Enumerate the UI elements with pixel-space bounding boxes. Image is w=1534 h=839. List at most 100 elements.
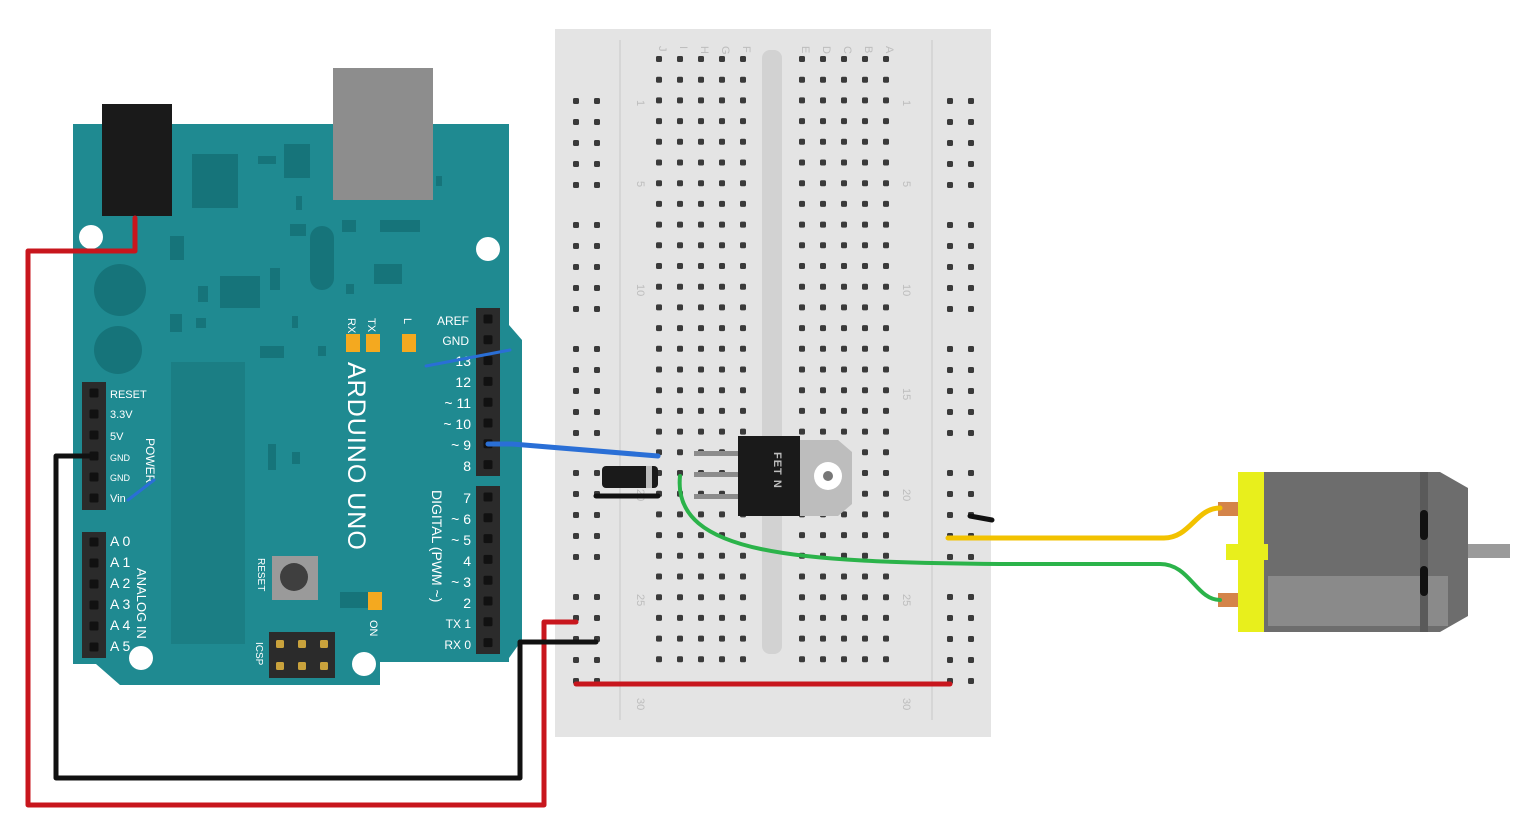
breadboard-hole — [719, 573, 725, 580]
diode-cathode-band — [646, 466, 652, 488]
row-number-10-left: 10 — [634, 284, 646, 296]
header-pin — [89, 579, 99, 589]
breadboard-hole — [883, 221, 889, 228]
breadboard-hole — [820, 387, 826, 394]
breadboard-hole — [677, 428, 683, 435]
breadboard-hole — [677, 138, 683, 145]
breadboard-hole — [740, 656, 746, 663]
rail-hole — [968, 140, 974, 146]
diode-body — [602, 466, 658, 488]
breadboard-hole — [862, 656, 868, 663]
mounting-hole — [129, 646, 153, 670]
breadboard-hole — [719, 56, 725, 62]
rail-hole — [594, 615, 600, 621]
breadboard-hole — [841, 283, 847, 290]
breadboard-hole — [862, 242, 868, 249]
rail-hole — [573, 285, 579, 291]
breadboard-hole — [820, 304, 826, 311]
breadboard-hole — [698, 180, 704, 187]
header-pin — [89, 430, 99, 440]
breadboard-hole — [740, 283, 746, 290]
breadboard-hole — [820, 180, 826, 187]
rail-hole — [573, 554, 579, 560]
on-led — [368, 592, 382, 610]
breadboard-hole — [862, 428, 868, 435]
breadboard-hole — [698, 345, 704, 352]
pin-label-2: 2 — [463, 595, 471, 611]
breadboard-hole — [719, 552, 725, 559]
breadboard-hole — [883, 407, 889, 414]
breadboard-hole — [698, 635, 704, 642]
breadboard-hole — [677, 263, 683, 269]
rail-hole — [594, 346, 600, 352]
breadboard-hole — [841, 118, 847, 125]
header-pin — [89, 600, 99, 610]
breadboard-hole — [740, 138, 746, 145]
breadboard-hole — [656, 97, 662, 104]
breadboard-hole — [799, 200, 805, 207]
breadboard-hole — [883, 56, 889, 62]
breadboard-hole — [656, 511, 662, 518]
breadboard-hole — [656, 242, 662, 249]
row-number-5-right: 5 — [900, 181, 912, 187]
breadboard-hole — [740, 221, 746, 228]
breadboard-hole — [698, 118, 704, 125]
rail-hole — [968, 470, 974, 476]
breadboard-hole — [883, 656, 889, 663]
breadboard-hole — [677, 283, 683, 290]
breadboard-hole — [862, 449, 868, 456]
digital-header-lower — [476, 486, 500, 654]
breadboard-hole — [883, 345, 889, 352]
rail-hole — [947, 409, 953, 415]
power-label-5v: 5V — [110, 431, 124, 443]
rail-hole — [947, 182, 953, 188]
breadboard-hole — [656, 573, 662, 580]
tx-led — [366, 334, 380, 352]
breadboard-hole — [740, 325, 746, 332]
rail-hole — [573, 346, 579, 352]
rail-hole — [968, 119, 974, 125]
power-section-label: POWER — [143, 438, 157, 484]
rail-hole — [573, 98, 579, 104]
motor-terminal-top — [1218, 502, 1238, 516]
breadboard-hole — [740, 56, 746, 62]
pin-label-4: 4 — [463, 553, 471, 569]
breadboard-hole — [677, 200, 683, 207]
reset-button-cap[interactable] — [280, 563, 308, 591]
breadboard-hole — [862, 345, 868, 352]
breadboard-hole — [862, 76, 868, 83]
rail-hole — [594, 264, 600, 270]
pin-label-rx0: RX 0 — [444, 638, 471, 652]
breadboard-hole — [820, 263, 826, 269]
pin-label-3: ~ 3 — [451, 574, 471, 590]
rail-hole — [594, 182, 600, 188]
breadboard-hole — [883, 242, 889, 249]
breadboard-hole — [820, 532, 826, 539]
rail-hole — [947, 491, 953, 497]
wire-green-motor — [677, 474, 1222, 602]
breadboard-hole — [677, 552, 683, 559]
on-led-label: ON — [367, 620, 379, 637]
breadboard-hole — [862, 200, 868, 207]
header-pin — [483, 617, 493, 627]
capacitor — [94, 264, 146, 316]
breadboard-hole — [862, 470, 868, 476]
power-pin-labels: RESET 3.3V 5V GND GND Vin — [110, 389, 147, 505]
rail-hole — [947, 470, 953, 476]
breadboard-hole — [841, 200, 847, 207]
breadboard-hole — [862, 366, 868, 373]
breadboard-hole — [883, 594, 889, 601]
rail-hole — [947, 306, 953, 312]
breadboard-hole — [799, 138, 805, 145]
breadboard-hole — [799, 97, 805, 104]
icsp-pin — [298, 640, 306, 648]
rail-hole — [594, 367, 600, 373]
breadboard-hole — [820, 159, 826, 166]
breadboard-hole — [677, 56, 683, 62]
breadboard-hole — [841, 138, 847, 145]
breadboard-hole — [883, 552, 889, 559]
breadboard-hole — [677, 511, 683, 518]
breadboard-center-channel — [762, 50, 782, 654]
breadboard-hole — [656, 656, 662, 663]
l-led — [402, 334, 416, 352]
